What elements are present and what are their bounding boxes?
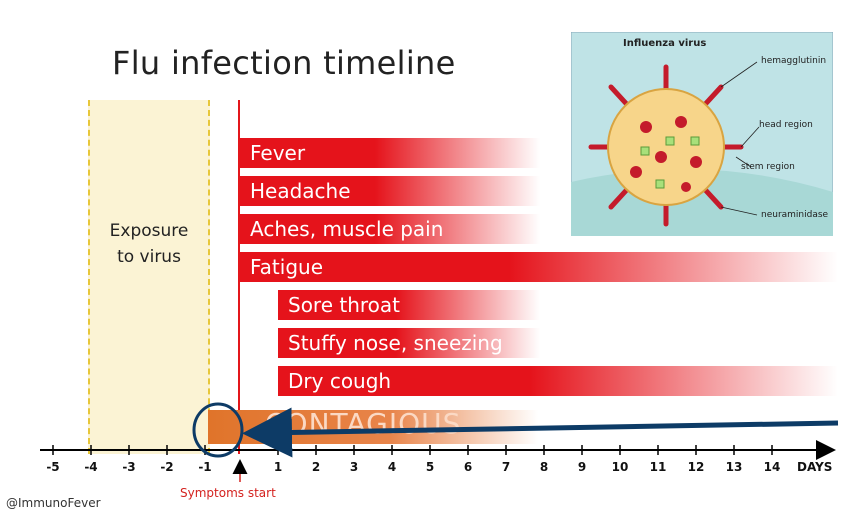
virus-label-hemagglutinin: hemagglutinin — [761, 56, 826, 66]
axis-tick-label: 14 — [757, 460, 787, 474]
axis-tick-label: -3 — [114, 460, 144, 474]
virus-label-head-region: head region — [759, 120, 813, 130]
axis-unit: DAYS — [797, 460, 832, 474]
axis-tick-label: -4 — [76, 460, 106, 474]
axis-tick-label: -2 — [152, 460, 182, 474]
author-handle: @ImmunoFever — [6, 496, 101, 510]
highlight-circle — [194, 404, 242, 456]
pointer-arrow — [262, 423, 838, 433]
axis-tick-label: 11 — [643, 460, 673, 474]
influenza-virus-illustration: Influenza virus hemagglutinin head regio… — [571, 32, 833, 236]
axis-tick-label: 9 — [567, 460, 597, 474]
virus-body — [608, 89, 724, 205]
axis-tick-label: 6 — [453, 460, 483, 474]
virus-label-stem-region: stem region — [741, 162, 795, 172]
virus-label-neuraminidase: neuraminidase — [761, 210, 828, 220]
axis-tick-label: 10 — [605, 460, 635, 474]
axis-tick-label: 13 — [719, 460, 749, 474]
axis-tick-label: 4 — [377, 460, 407, 474]
axis-tick-label: 7 — [491, 460, 521, 474]
axis-tick-label: 5 — [415, 460, 445, 474]
axis-tick-label: -1 — [190, 460, 220, 474]
virus-panel-title: Influenza virus — [623, 38, 706, 49]
symptoms-start-label: Symptoms start — [180, 486, 276, 500]
axis-tick-label: 12 — [681, 460, 711, 474]
axis-tick-label: 8 — [529, 460, 559, 474]
axis-tick-label: 3 — [339, 460, 369, 474]
axis-tick-label: 2 — [301, 460, 331, 474]
axis-tick-label: -5 — [38, 460, 68, 474]
axis-tick-label: 1 — [263, 460, 293, 474]
